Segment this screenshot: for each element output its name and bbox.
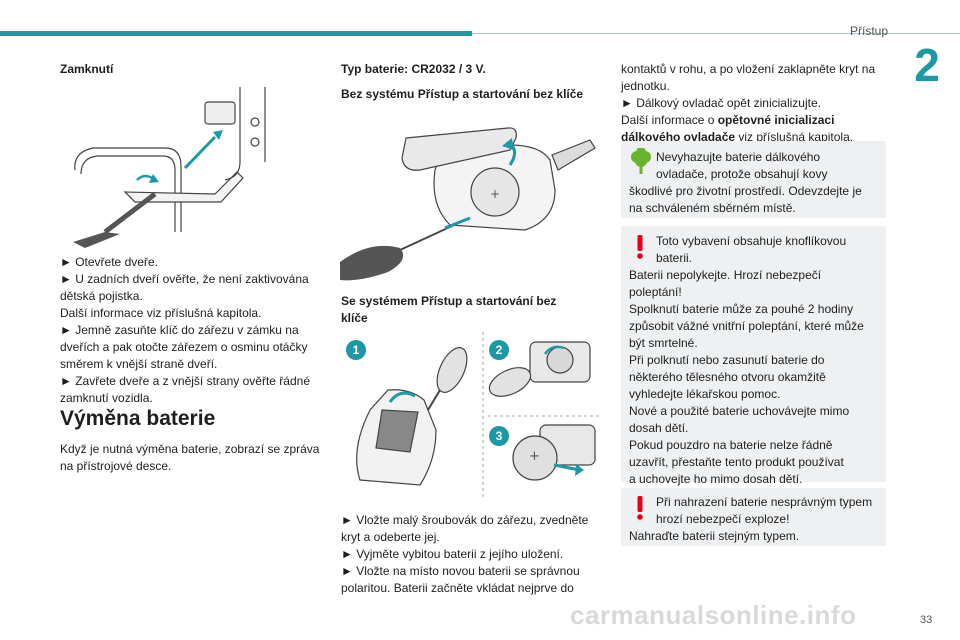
warning-line: vyhledejte lékařskou pomoc. [629,387,781,401]
section-title: Výměna baterie [60,407,216,430]
warning-line: dosah dětí. [629,421,689,435]
keyless-step-line: ► Vložte na místo novou baterii se správ… [341,564,580,578]
col3-intro-line: ► Dálkový ovladač opět zinicializujte. [621,96,821,110]
lock-steps: ► Otevřete dveře. ► U zadních dveří ověř… [60,254,325,407]
lock-step-line: směrem k vnější straně dveří. [60,357,218,371]
svg-text:+: + [490,187,500,201]
warning-exclamation-icon [637,235,643,259]
step-badge-1: 1 [346,340,366,360]
warning-line: být smrtelné. [629,336,698,350]
warning-line: Při polknutí nebo zasunutí baterie do [629,353,825,367]
warning-box-battery [621,226,886,482]
chapter-number: 2 [914,39,940,91]
subhead-without-keyless: Bez systému Přístup a startování bez klí… [341,87,584,101]
lock-step-line: dětská pojistka. [60,289,143,303]
warning-exclamation-icon [637,496,643,520]
keyless-step-line: ► Vyjměte vybitou baterii z jejího ulože… [341,547,564,561]
warning-line: Při nahrazení baterie nesprávným typem [656,495,873,509]
col3-intro-line: jednotku. [621,79,670,93]
eco-line: škodlivé pro životní prostředí. Odevzdej… [629,184,862,198]
lock-step-line: ► Zavřete dveře a z vnější strany ověřte… [60,374,310,388]
step-badge-2: 2 [489,340,509,360]
warning-box-explosion-text: Při nahrazení baterie nesprávným typem h… [629,494,884,545]
keyless-step-line: polaritou. Baterii začněte vkládat nejpr… [341,581,574,595]
warning-line: poleptání! [629,285,682,299]
warning-line: Nové a použité baterie uchovávejte mimo [629,404,850,418]
recycle-tree-icon [631,148,651,174]
warning-line: některého tělesného otvoru okamžitě [629,370,826,384]
eco-line: ovladače, protože obsahují kovy [656,167,828,181]
warning-line: Baterii nepolykejte. Hrozí nebezpečí [629,268,822,282]
lock-heading: Zamknutí [60,62,114,76]
section-intro-line: na přístrojové desce. [60,459,172,473]
warning-line: hrozí nebezpečí exploze! [656,512,790,526]
step-badge-3: 3 [489,426,509,446]
page-number: 33 [920,614,933,626]
door-lock-illustration [73,87,266,248]
eco-line: na schváleném sběrném místě. [629,201,796,215]
eco-line: Nevyhazujte baterie dálkového [656,150,821,164]
warning-line: Pokud pouzdro na baterie nelze řádně [629,438,833,452]
warning-line: Toto vybavení obsahuje knoflíkovou [656,234,847,248]
keyless-battery-steps-illustration: + [356,332,600,498]
battery-type: Typ baterie: CR2032 / 3 V. [341,62,486,76]
subhead-with-keyless-l2: klíče [341,311,368,325]
warning-line: a uchovejte ho mimo dosah dětí. [629,472,803,486]
col3-info-line-2: dálkového ovladače viz příslušná kapitol… [621,129,891,146]
header-accent-bar [0,31,472,36]
lock-step-line: ► Otevřete dveře. [60,255,158,269]
watermark: carmanualsonline.info [570,600,857,630]
info-bold-2: dálkového ovladače [621,130,736,144]
lock-step-line: zamknutí vozidla. [60,391,153,405]
keyless-step-line: kryt a odeberte jej. [341,530,440,544]
col3-intro: kontaktů v rohu, a po vložení zaklapněte… [621,61,891,146]
warning-line: Nahraďte baterii stejným typem. [629,529,800,543]
warning-line: způsobit vážné vnitřní poleptání, které … [629,319,864,333]
lock-step-line: ► Jemně zasuňte klíč do zářezu v zámku n… [60,323,299,337]
subhead-with-keyless-l1: Se systémem Přístup a startování bez [341,294,557,308]
col3-intro-line: kontaktů v rohu, a po vložení zaklapněte… [621,62,876,76]
warning-box-explosion [621,488,886,546]
info-prefix: Další informace o [621,113,718,127]
info-suffix: viz příslušná kapitola. [735,130,854,144]
header-title: Přístup [849,24,888,38]
warning-line: Spolknutí baterie může za pouhé 2 hodiny [629,302,854,316]
svg-text:+: + [529,449,540,464]
warning-line: uzavřít, přestaňte tento produkt používa… [629,455,844,469]
keyless-steps: ► Vložte malý šroubovák do zářezu, zvedn… [341,512,606,597]
keyless-step-line: ► Vložte malý šroubovák do zářezu, zvedn… [341,513,589,527]
col3-info-line: Další informace o opětovné inicializaci [621,112,891,129]
eco-notice-box [621,141,886,218]
key-fob-illustration: + [340,127,596,281]
lock-step-line: Další informace viz příslušná kapitola. [60,306,262,320]
info-bold-1: opětovné inicializaci [717,113,835,127]
warning-box-battery-text: Toto vybavení obsahuje knoflíkovou bater… [629,233,884,488]
lock-step-line: dveřích a pak otočte zářezem o osminu ot… [60,340,308,354]
warning-line: baterii. [656,251,693,265]
section-intro-line: Když je nutná výměna baterie, zobrazí se… [60,442,320,456]
header-rule [472,33,960,34]
lock-step-line: ► U zadních dveří ověřte, že není zaktiv… [60,272,309,286]
section-intro: Když je nutná výměna baterie, zobrazí se… [60,441,325,475]
